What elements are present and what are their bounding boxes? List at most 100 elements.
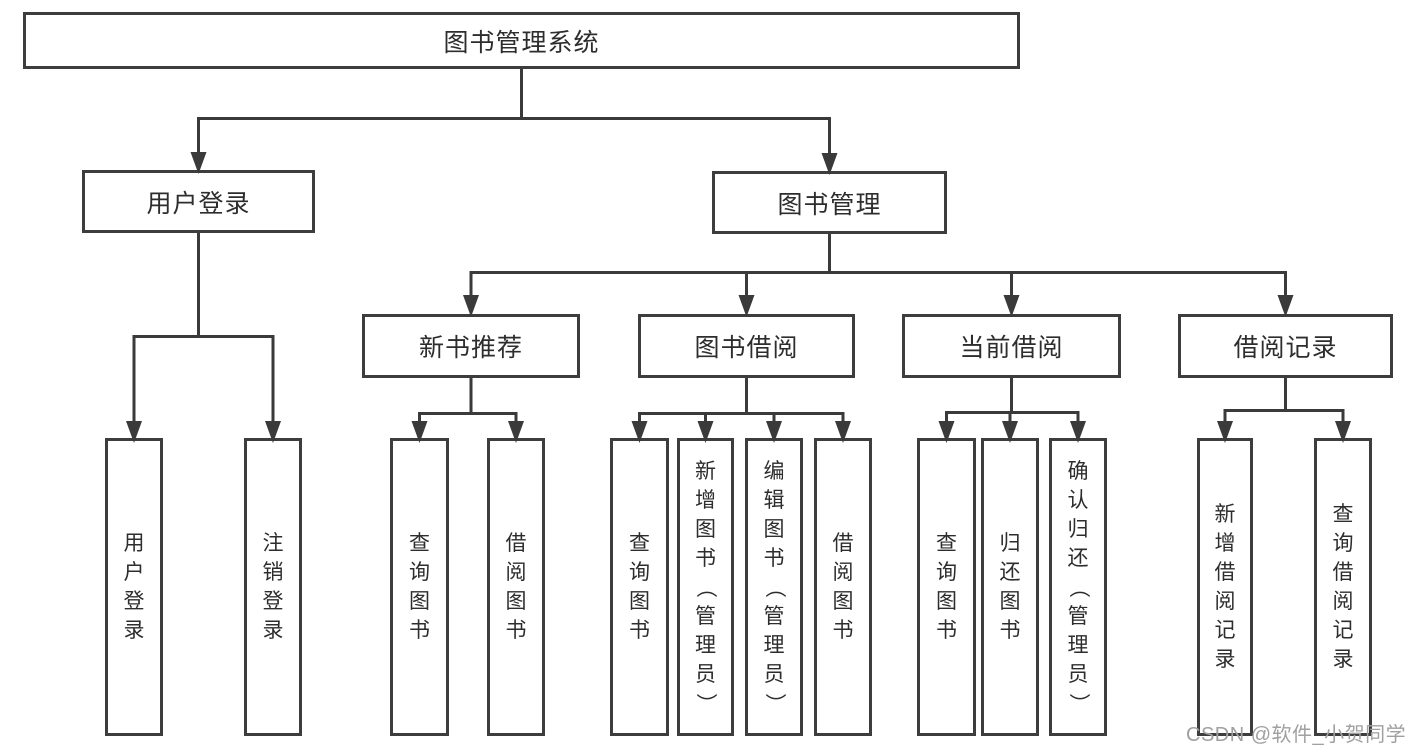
connector-currentborrow-to-leaves [945,378,1080,414]
vertical-char: 借 [505,532,527,555]
vertical-char: 阅 [1214,590,1236,613]
node-borrowing-records: 借阅记录 [1178,314,1393,378]
vertical-char: 编 [763,459,785,483]
vertical-char: ） [1066,692,1090,714]
vertical-char: 图 [505,590,527,613]
leaf-add-borrow-record: 新增借阅记录 [1197,438,1253,736]
vertical-char: 询 [629,561,650,584]
arrowheads-group [126,117,1351,443]
node-label: 新增借阅记录 [1200,441,1250,733]
vertical-char: 书 [936,619,957,642]
vertical-char: （ [694,576,717,598]
vertical-char: 管 [1067,604,1089,628]
vertical-char: 录 [123,619,145,642]
node-new-book-recommendation: 新书推荐 [362,314,580,378]
vertical-char: 记 [1332,619,1354,642]
vertical-char: 查 [936,532,957,555]
vertical-char: 借 [832,532,854,555]
vertical-char: 图 [763,517,785,541]
connector-root-to-level2 [197,69,831,120]
vertical-char: 图 [629,590,650,613]
vertical-char: 图 [999,590,1021,613]
vertical-char: ） [762,692,786,714]
vertical-char: 查 [409,532,430,555]
vertical-char: 增 [1214,532,1236,555]
node-label: 图书管理系统 [443,28,600,57]
leaf-add-books-admin: 新增图书（管理员） [677,438,734,736]
vertical-char: 销 [262,561,284,584]
leaf-query-books-recommendation: 查询图书 [390,438,449,736]
node-label: 借阅图书 [817,441,869,733]
vertical-char: 查 [629,532,650,555]
vertical-char: 户 [123,561,145,584]
node-label: 查询借阅记录 [1317,441,1369,733]
leaf-query-books-borrowing: 查询图书 [610,438,669,736]
vertical-char: 图 [936,590,957,613]
vertical-char: 登 [262,590,284,613]
node-label: 查询图书 [613,441,666,733]
leaf-edit-books-admin: 编辑图书（管理员） [745,438,803,736]
node-label: 用户登录 [108,441,160,733]
vertical-char: 理 [1067,633,1089,657]
vertical-char: 还 [1067,546,1089,570]
node-label: 借阅图书 [490,441,542,733]
vertical-char: 录 [1214,648,1236,671]
node-label: 新书推荐 [418,334,523,362]
leaf-logout-login: 注销登录 [244,438,302,736]
vertical-char: 图 [409,590,430,613]
vertical-char: 理 [695,633,716,657]
vertical-char: 理 [763,633,785,657]
vertical-char: 书 [695,546,716,570]
connector-records-to-leaves [1223,378,1345,412]
vertical-char: 录 [1332,648,1354,671]
leaf-confirm-return-admin: 确认归还（管理员） [1049,438,1107,736]
vertical-char: 询 [409,561,430,584]
node-label: 新增图书（管理员） [680,441,731,733]
node-book-borrowing: 图书借阅 [638,314,855,378]
vertical-char: 借 [1332,561,1354,584]
vertical-char: 增 [695,488,716,512]
leaf-return-books: 归还图书 [981,438,1039,736]
leaf-borrow-books-recommendation: 借阅图书 [487,438,545,736]
node-label: 编辑图书（管理员） [748,441,800,733]
node-label: 图书借阅 [694,334,799,362]
vertical-char: 书 [629,619,650,642]
vertical-char: （ [762,576,786,598]
vertical-char: 辑 [763,488,785,512]
leaf-borrow-books: 借阅图书 [814,438,872,736]
vertical-char: ） [694,692,717,714]
vertical-char: 书 [999,619,1021,642]
vertical-char: 管 [763,604,785,628]
node-label: 查询图书 [393,441,446,733]
vertical-char: 书 [832,619,854,642]
vertical-char: 归 [999,532,1021,555]
leaf-query-books-current: 查询图书 [917,438,976,736]
node-label: 注销登录 [247,441,299,733]
csdn-watermark: CSDN @软件_小贺同学 [1186,724,1405,746]
vertical-char: 阅 [1332,590,1354,613]
vertical-char: 登 [123,590,145,613]
vertical-char: 管 [695,604,716,628]
node-label: 借阅记录 [1233,334,1338,362]
vertical-char: （ [1066,576,1090,598]
vertical-char: 图 [695,517,716,541]
node-book-management: 图书管理 [712,171,947,234]
node-label: 图书管理 [777,190,882,219]
leaf-user-login: 用户登录 [105,438,163,736]
connector-bookborrow-to-leaves [638,378,845,415]
vertical-char: 查 [1332,503,1354,526]
vertical-char: 认 [1067,488,1089,512]
vertical-char: 员 [1067,662,1089,686]
node-label: 确认归还（管理员） [1052,441,1104,733]
node-user-login: 用户登录 [82,170,315,233]
node-library-management-system: 图书管理系统 [23,12,1020,69]
vertical-char: 书 [409,619,430,642]
vertical-char: 记 [1214,619,1236,642]
vertical-char: 阅 [832,561,854,584]
connector-newrec-to-leaves [418,378,518,415]
vertical-char: 阅 [505,561,527,584]
connector-bookmgmt-to-level3 [469,234,1287,274]
vertical-char: 归 [1067,517,1089,541]
node-label: 查询图书 [920,441,973,733]
